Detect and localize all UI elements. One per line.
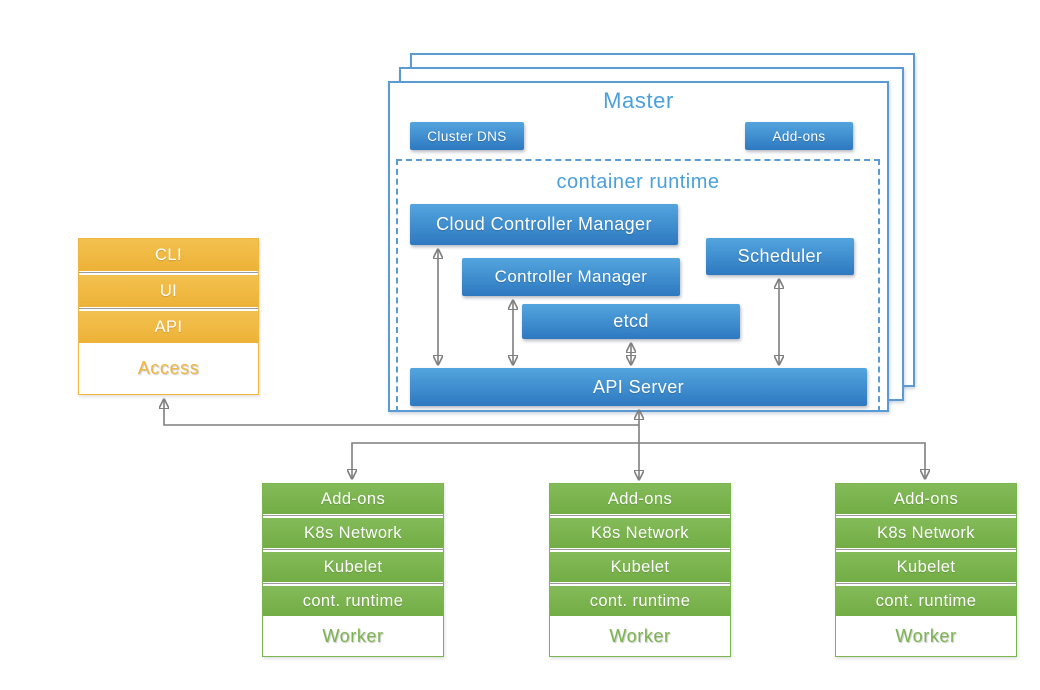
cluster-dns-box: Cluster DNS (410, 122, 524, 150)
access-item-cli: CLI (79, 239, 258, 271)
worker-row-k8s-network: K8s Network (836, 518, 1016, 548)
access-stack: CLI UI API Access (78, 238, 259, 395)
worker-row-k8s-network: K8s Network (550, 518, 730, 548)
worker-row-addons: Add-ons (550, 484, 730, 514)
worker-row-cont-runtime: cont. runtime (836, 586, 1016, 616)
worker-node-3: Add-ons K8s Network Kubelet cont. runtim… (835, 483, 1017, 657)
cloud-controller-manager-box: Cloud Controller Manager (410, 204, 678, 245)
worker-label: Worker (263, 616, 443, 656)
worker-row-kubelet: Kubelet (263, 552, 443, 582)
master-title: Master (603, 88, 674, 113)
row-separator (79, 307, 258, 311)
worker-row-kubelet: Kubelet (836, 552, 1016, 582)
worker-node-2: Add-ons K8s Network Kubelet cont. runtim… (549, 483, 731, 657)
arrow-apiserver-worker1-worker3 (352, 442, 925, 478)
row-separator (550, 582, 730, 586)
container-runtime-title: container runtime (556, 171, 720, 193)
worker-row-kubelet: Kubelet (550, 552, 730, 582)
row-separator (263, 514, 443, 518)
row-separator (79, 271, 258, 275)
api-server-box: API Server (410, 368, 867, 406)
worker-label: Worker (550, 616, 730, 656)
worker-row-cont-runtime: cont. runtime (550, 586, 730, 616)
access-item-api: API (79, 311, 258, 343)
row-separator (263, 582, 443, 586)
access-item-ui: UI (79, 275, 258, 307)
worker-row-k8s-network: K8s Network (263, 518, 443, 548)
etcd-box: etcd (522, 304, 740, 339)
row-separator (550, 514, 730, 518)
worker-node-1: Add-ons K8s Network Kubelet cont. runtim… (262, 483, 444, 657)
row-separator (550, 548, 730, 552)
worker-row-addons: Add-ons (836, 484, 1016, 514)
worker-row-addons: Add-ons (263, 484, 443, 514)
worker-label: Worker (836, 616, 1016, 656)
scheduler-box: Scheduler (706, 238, 854, 275)
master-addons-box: Add-ons (745, 122, 853, 150)
row-separator (836, 514, 1016, 518)
row-separator (836, 582, 1016, 586)
controller-manager-box: Controller Manager (462, 258, 680, 296)
worker-row-cont-runtime: cont. runtime (263, 586, 443, 616)
row-separator (263, 548, 443, 552)
access-label: Access (79, 343, 258, 394)
row-separator (836, 548, 1016, 552)
